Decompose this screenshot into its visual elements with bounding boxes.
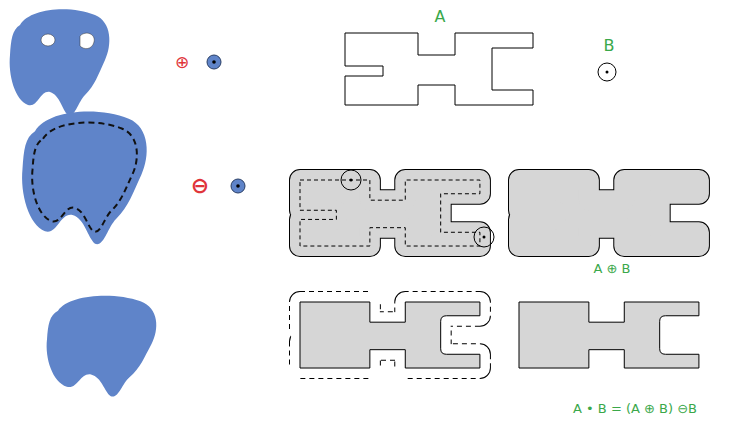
set-name: B	[604, 38, 615, 54]
operator-symbol: ⊖	[191, 175, 209, 197]
operator-symbol: ⊕	[175, 54, 189, 71]
formula-label: A • B = (A ⊕ B) ⊖B	[573, 402, 697, 415]
formula-label: A ⊕ B	[594, 262, 631, 275]
set-name: A	[435, 9, 446, 25]
